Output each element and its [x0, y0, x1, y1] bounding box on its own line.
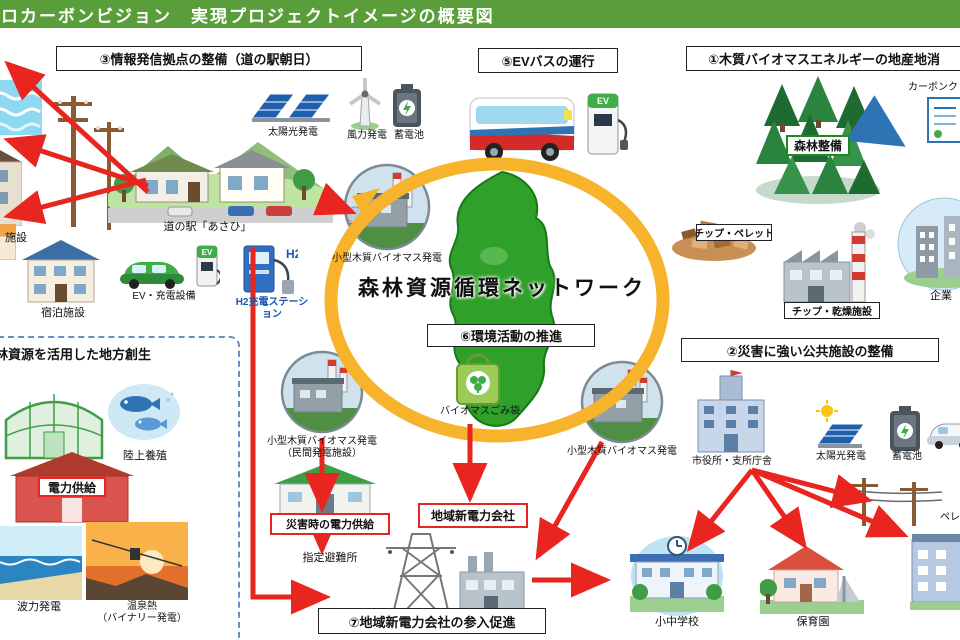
- section5-title: ⑤EVバスの運行: [478, 48, 618, 73]
- company-icon: [897, 197, 960, 291]
- disaster-supply-label: 災害時の電力供給: [270, 513, 390, 535]
- power-lines-icon: [842, 478, 942, 526]
- biomass-plant-icon: [343, 163, 431, 251]
- shelter-caption: 指定避難所: [302, 552, 358, 564]
- school-caption: 小中学校: [655, 616, 699, 628]
- h2-station-caption: H2充電ステーション: [235, 297, 309, 320]
- aquaculture-caption: 陸上養殖: [123, 450, 167, 462]
- hotel-icon: [22, 240, 100, 303]
- plant-left-caption: 小型木質バイオマス発電 （民間発電施設）: [267, 436, 377, 459]
- header-bar: ゼロカーボンビジョン 実現プロジェクトイメージの概要図: [0, 0, 960, 28]
- section1-title: ①木質バイオマスエネルギーの地産地消: [686, 46, 960, 71]
- city-hall-icon: [697, 370, 765, 453]
- wave-caption: 波力発電: [17, 601, 61, 613]
- power-supply-label: 電力供給: [38, 477, 106, 497]
- h2-mark: H2: [286, 247, 298, 261]
- battery-icon: [890, 406, 920, 451]
- biomass-plant-icon: [280, 350, 364, 434]
- carbon-credit-doc-icon: [927, 97, 960, 143]
- facility-caption: 施設: [5, 232, 27, 244]
- nursery-icon: [760, 546, 864, 614]
- utility-pole-icon: [54, 96, 92, 227]
- forest-maintenance-label: 森林整備: [786, 135, 850, 156]
- drying-factory-icon: [783, 222, 875, 303]
- regional-title: 森林資源を活用した地方創生: [0, 347, 152, 362]
- school-icon: [630, 536, 724, 616]
- roadside-station-icon: [108, 142, 333, 223]
- solar-panel-icon: [251, 93, 331, 122]
- wind-turbine-icon: [348, 78, 382, 130]
- biomass-plant-icon: [580, 360, 664, 444]
- ev-car-icon: [927, 423, 960, 449]
- solar-panel-icon: [817, 423, 865, 448]
- wind-caption: 風力発電: [347, 130, 387, 141]
- biomass-bag-icon: [456, 353, 500, 405]
- hotel-caption: 宿泊施設: [41, 307, 85, 319]
- onsen-photo-icon: [86, 522, 188, 600]
- greenhouse-icon: [4, 394, 104, 460]
- evacuation-shelter-icon: [274, 464, 376, 519]
- ev-mark: EV: [202, 248, 213, 257]
- aquaculture-fish-icon: [108, 384, 180, 440]
- cityhall-caption: 市役所・支所庁舎: [692, 456, 772, 467]
- carbon-credit-caption: カーボンクレジット: [908, 82, 960, 93]
- nursery-caption: 保育園: [796, 616, 830, 628]
- battery-caption: 蓄電池: [394, 130, 424, 141]
- plant-top-caption: 小型木質バイオマス発電: [332, 253, 442, 264]
- solar2-caption: 太陽光発電: [816, 451, 866, 462]
- ev-bus-icon: [469, 97, 575, 161]
- facility-photo-icon: [0, 150, 22, 226]
- battery2-caption: 蓄電池: [892, 451, 922, 462]
- wave-power-photo-icon: [0, 526, 82, 600]
- ev-charge-caption: EV・充電設備: [132, 291, 196, 302]
- onsen-caption: 温泉熱 （バイナリー発電）: [97, 601, 187, 624]
- plant-right-caption: 小型木質バイオマス発電: [567, 446, 677, 457]
- ev-charger-icon: EV: [196, 245, 220, 287]
- solar-caption: 太陽光発電: [268, 127, 318, 138]
- network-title: 森林資源循環ネットワーク: [358, 277, 646, 300]
- bag-caption: バイオマスごみ袋: [440, 406, 520, 417]
- pool-photo-icon: [0, 80, 42, 135]
- power-company-label: 地域新電力会社: [418, 503, 528, 528]
- pellet-boiler-caption: ペレットボイラー: [940, 512, 960, 523]
- section6-title: ⑥環境活動の推進: [427, 324, 595, 347]
- h2-station-icon: H2: [243, 245, 298, 294]
- company-caption: 企業: [930, 290, 952, 302]
- chips-pellet-label: チップ・ペレット: [696, 224, 772, 241]
- section2-title: ②災害に強い公共施設の整備: [681, 338, 939, 362]
- section3-title: ③情報発信拠点の整備（道の駅朝日）: [56, 46, 362, 71]
- sun-icon: [816, 400, 838, 422]
- shop-photo-icon: [0, 224, 16, 260]
- drying-facility-label: チップ・乾燥施設: [784, 302, 880, 319]
- public-building-icon: [910, 534, 960, 610]
- station-caption: 道の駅「あさひ」: [163, 221, 252, 233]
- power-plant-icon: [386, 533, 525, 611]
- ev-bus-charger-icon: EV: [587, 93, 628, 155]
- page-title: ゼロカーボンビジョン 実現プロジェクトイメージの概要図: [0, 6, 495, 26]
- section7-title: ⑦地域新電力会社の参入促進: [318, 608, 546, 634]
- battery-icon: [393, 84, 421, 127]
- ev-mark: EV: [597, 96, 609, 106]
- regional-box: [0, 336, 240, 640]
- ev-car-icon: [120, 262, 184, 289]
